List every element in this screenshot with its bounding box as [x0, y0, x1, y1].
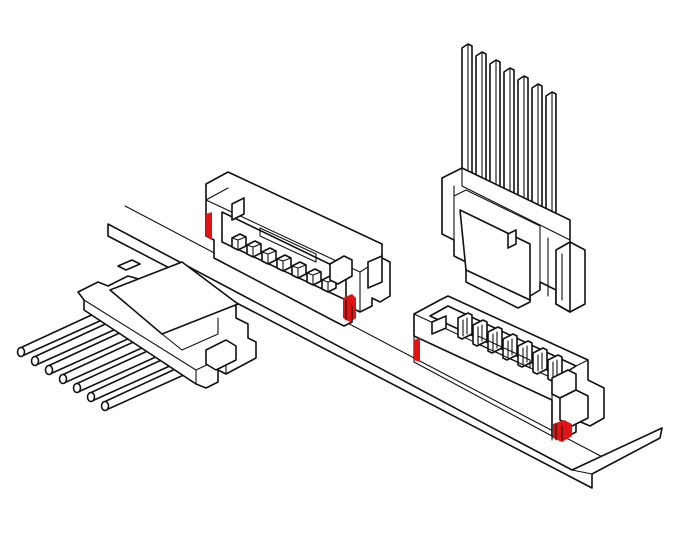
wire-to-board-plug-vertical	[441, 43, 586, 313]
header-h-right-post	[329, 255, 353, 285]
header-h-pin	[291, 264, 307, 279]
vertical-plug-shoulder	[453, 189, 541, 283]
board-header-vertical	[413, 295, 605, 442]
horizontal-plug-wire-end	[86, 391, 96, 403]
header-h-pin-cell	[291, 261, 307, 279]
vertical-plug-lock-tab	[507, 229, 517, 249]
header-h-left-post	[231, 197, 245, 221]
header-h-pin-cells	[231, 233, 337, 293]
header-h-latch-right-red	[343, 294, 356, 322]
vertical-plug-front-panel	[459, 209, 531, 301]
header-h-pin-cell	[306, 268, 322, 286]
board-edge-lines	[107, 223, 593, 475]
header-v-front-block	[559, 389, 589, 427]
horizontal-plug-panel-edge	[161, 317, 219, 351]
header-h-pin-cell	[231, 233, 247, 251]
vertical-plug-rib-lines	[547, 237, 563, 301]
vertical-plug-side-rib	[555, 241, 571, 313]
header-h-pin-cell	[276, 254, 292, 272]
wire-to-board-plug-horizontal	[16, 259, 257, 412]
header-h-guide	[259, 227, 317, 263]
horizontal-plug-wire-end	[58, 373, 68, 385]
header-v-pin	[507, 338, 513, 358]
header-v-guide	[477, 335, 531, 369]
header-v-pin	[462, 317, 468, 337]
header-h-pin-cell	[246, 240, 262, 258]
header-v-pin-cell	[472, 319, 488, 347]
header-v-latch-left-red	[414, 338, 420, 362]
header-h-side-latch	[367, 255, 383, 289]
board-header-horizontal	[205, 171, 391, 327]
horizontal-plug-wire-end	[16, 346, 26, 358]
header-h-latch-lines	[345, 299, 353, 321]
horizontal-plug-wire-end	[72, 382, 82, 394]
horizontal-plug-top-rib	[117, 259, 141, 271]
horizontal-plug-wire-end	[30, 355, 40, 367]
header-h-latch-left-red	[206, 212, 212, 240]
header-h-pin-cell	[261, 247, 277, 265]
horizontal-plug-front-lock	[205, 339, 237, 371]
horizontal-plug-wire-end	[44, 364, 54, 376]
header-v-pin-cell	[502, 333, 518, 361]
header-v-pin	[552, 359, 558, 379]
header-v-pin-cell	[487, 326, 503, 354]
header-v-pin-cell	[532, 347, 548, 375]
header-h-pin	[276, 257, 292, 272]
header-h-pin	[261, 250, 277, 265]
horizontal-plug-wire-end	[100, 400, 110, 412]
horizontal-plug-top-panel	[109, 261, 239, 335]
header-v-left-post	[431, 315, 447, 335]
header-h-pin	[246, 243, 262, 258]
header-h-pin	[231, 236, 247, 251]
header-v-pin-cell	[517, 340, 533, 368]
vertical-plug-wires	[461, 43, 557, 237]
header-h-pin	[306, 271, 322, 286]
header-v-pin	[522, 345, 528, 365]
board-back-edge	[124, 205, 613, 463]
header-v-latch-lines	[555, 423, 563, 441]
header-v-pin	[537, 352, 543, 372]
vertical-plug-edges	[441, 167, 571, 241]
header-v-pin-cell	[457, 312, 473, 340]
